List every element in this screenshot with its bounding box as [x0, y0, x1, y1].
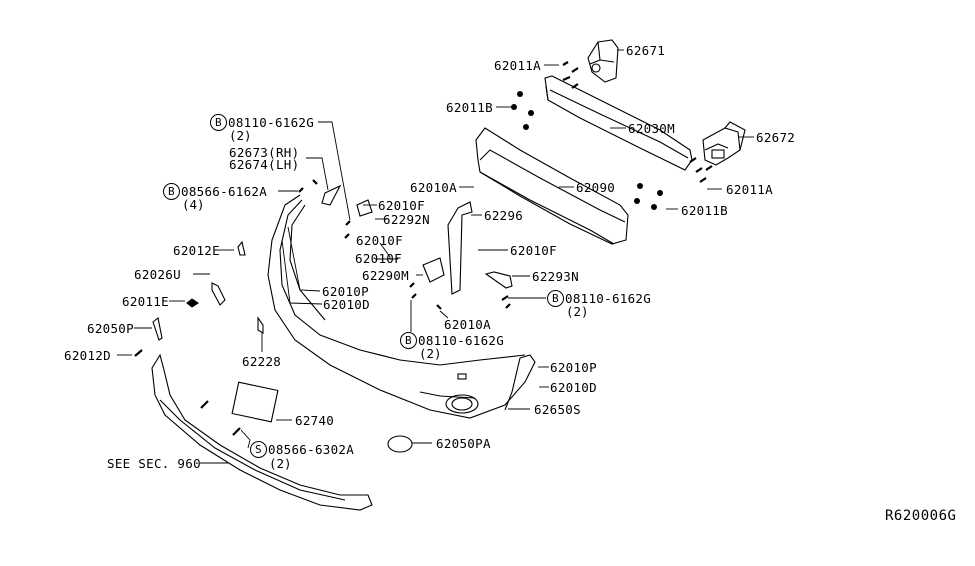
part-label-62672[interactable]: 62672: [756, 130, 796, 145]
part-label-62296[interactable]: 62296: [484, 208, 524, 223]
bolt-marker-b: B: [210, 114, 227, 131]
part-label-62010f-2[interactable]: 62010F: [356, 233, 403, 248]
part-label-62010f-4[interactable]: 62010F: [510, 243, 557, 258]
part-label-62012d[interactable]: 62012D: [64, 348, 111, 363]
see-section-reference[interactable]: SEE SEC. 960: [107, 456, 201, 471]
part-label-62010a-top[interactable]: 62010A: [410, 180, 457, 195]
part-label-62090[interactable]: 62090: [576, 180, 616, 195]
part-label-62010d-right[interactable]: 62010D: [550, 380, 597, 395]
lower-spoiler-drawing: [151, 353, 373, 511]
bracket-62672-drawing: [702, 121, 746, 166]
fastener-drawings: [511, 91, 663, 210]
quantity-label: (2): [419, 346, 442, 361]
part-label-62671[interactable]: 62671: [626, 43, 666, 58]
part-label-62026u[interactable]: 62026U: [134, 267, 181, 282]
part-label-62010d-left[interactable]: 62010D: [323, 297, 370, 312]
quantity-label: (4): [182, 197, 205, 212]
bolt-marker-b: B: [547, 290, 564, 307]
bumper-fascia-drawing: [267, 194, 536, 419]
part-label-62293n[interactable]: 62293N: [532, 269, 579, 284]
part-label-62010f-1[interactable]: 62010F: [378, 198, 425, 213]
bolt-marker-b: B: [400, 332, 417, 349]
small-parts-drawing: [152, 184, 513, 453]
part-label-62011e[interactable]: 62011E: [122, 294, 169, 309]
part-label-62650s[interactable]: 62650S: [534, 402, 581, 417]
part-label-62012e[interactable]: 62012E: [173, 243, 220, 258]
part-label-62010p-right[interactable]: 62010P: [550, 360, 597, 375]
part-label-62010f-3[interactable]: 62010F: [355, 251, 402, 266]
diagram-reference-code: R620006G: [885, 508, 957, 524]
bolt-drawings: [134, 61, 713, 436]
screw-marker-s: S: [250, 441, 267, 458]
bracket-62671-drawing: [587, 39, 619, 83]
leader-lines: [117, 49, 754, 464]
quantity-label: (2): [566, 304, 589, 319]
part-label-62010a-mid[interactable]: 62010A: [444, 317, 491, 332]
part-label-62228[interactable]: 62228: [242, 354, 282, 369]
absorber-62090-drawing: [475, 127, 629, 245]
part-label-62011b-right[interactable]: 62011B: [681, 203, 728, 218]
part-label-62290m[interactable]: 62290M: [362, 268, 409, 283]
part-label-62050p[interactable]: 62050P: [87, 321, 134, 336]
part-label-62010p-left[interactable]: 62010P: [322, 284, 369, 299]
part-label-62292n[interactable]: 62292N: [383, 212, 430, 227]
part-label-62011a-top[interactable]: 62011A: [494, 58, 541, 73]
quantity-label: (2): [269, 456, 292, 471]
part-label-62030m[interactable]: 62030M: [628, 121, 675, 136]
bolt-marker-b: B: [163, 183, 180, 200]
part-label-62740[interactable]: 62740: [295, 413, 335, 428]
part-label-62673-rh[interactable]: 62673(RH): [229, 145, 300, 160]
part-label-62050pa[interactable]: 62050PA: [436, 436, 491, 451]
quantity-label: (2): [229, 128, 252, 143]
part-label-62674-lh[interactable]: 62674(LH): [229, 157, 300, 172]
part-label-62011a-right[interactable]: 62011A: [726, 182, 773, 197]
part-label-62011b-top[interactable]: 62011B: [446, 100, 493, 115]
